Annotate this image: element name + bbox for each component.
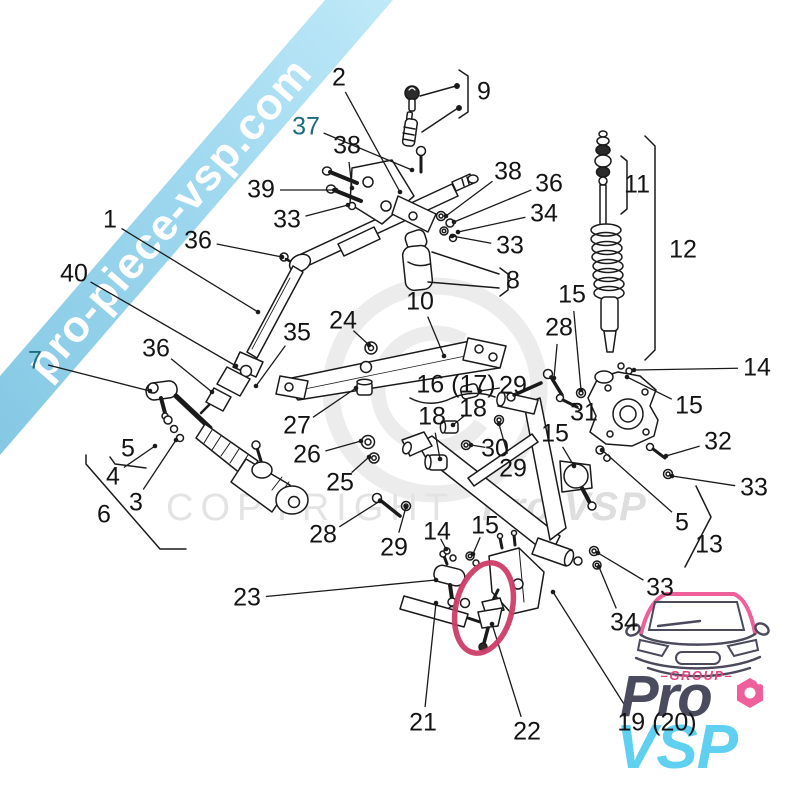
part-label-29: 29 bbox=[499, 454, 527, 483]
logo-group-text: –GROUP– bbox=[661, 668, 734, 683]
part-highlight-ellipse bbox=[451, 560, 517, 656]
part-label-32: 32 bbox=[704, 427, 732, 456]
part-label-9: 9 bbox=[477, 77, 491, 106]
part-label-33: 33 bbox=[496, 231, 524, 260]
part-label-24: 24 bbox=[329, 306, 357, 335]
part-label-16-17-: 16 (17) bbox=[416, 370, 496, 399]
part-label-15: 15 bbox=[541, 419, 569, 448]
part-label-22: 22 bbox=[513, 717, 541, 746]
callout-brackets bbox=[85, 69, 712, 568]
part-label-27: 27 bbox=[283, 411, 311, 440]
part-label-25: 25 bbox=[326, 468, 354, 497]
part-label-4: 4 bbox=[106, 462, 120, 491]
part-label-6: 6 bbox=[97, 500, 111, 529]
part-label-39: 39 bbox=[247, 175, 275, 204]
part-label-14: 14 bbox=[743, 353, 771, 382]
part-label-11: 11 bbox=[624, 170, 650, 199]
part-label-8: 8 bbox=[506, 266, 520, 295]
part-label-26: 26 bbox=[293, 440, 321, 469]
logo-vsp-text: VSP bbox=[616, 713, 739, 782]
part-label-15: 15 bbox=[471, 511, 499, 540]
part-label-28: 28 bbox=[309, 520, 337, 549]
part-label-29: 29 bbox=[499, 371, 527, 400]
part-label-18: 18 bbox=[459, 394, 487, 423]
part-label-36: 36 bbox=[535, 169, 563, 198]
part-label-36: 36 bbox=[184, 226, 212, 255]
intermediate-shaft-ujoint bbox=[199, 253, 312, 415]
part-label-15: 15 bbox=[558, 280, 586, 309]
part-label-2: 2 bbox=[332, 63, 346, 92]
steering-rack bbox=[145, 380, 309, 515]
part-label-33: 33 bbox=[740, 473, 768, 502]
car-illustration bbox=[625, 592, 770, 678]
part-label-23: 23 bbox=[233, 583, 261, 612]
part-label-5: 5 bbox=[121, 434, 135, 463]
part-label-40: 40 bbox=[60, 259, 88, 288]
part-label-38: 38 bbox=[333, 131, 361, 160]
part-label-36: 36 bbox=[142, 334, 170, 363]
part-label-38: 38 bbox=[494, 157, 522, 186]
part-label-13: 13 bbox=[695, 530, 723, 559]
part-label-3: 3 bbox=[129, 488, 143, 517]
part-label-33: 33 bbox=[273, 205, 301, 234]
part-label-10: 10 bbox=[406, 287, 434, 316]
part-label-5: 5 bbox=[675, 508, 689, 537]
part-label-30: 30 bbox=[481, 434, 509, 463]
part-label-12: 12 bbox=[669, 235, 697, 264]
part-label-1: 1 bbox=[103, 205, 117, 234]
part-label-34: 34 bbox=[530, 199, 558, 228]
copyright-watermark: COPYRIGHT Pro VSP bbox=[166, 277, 646, 529]
part-label-37[interactable]: 37 bbox=[292, 112, 320, 141]
part-label-29: 29 bbox=[380, 533, 408, 562]
part-label-7[interactable]: 7 bbox=[28, 346, 42, 375]
part-label-18: 18 bbox=[418, 402, 446, 431]
part-label-15: 15 bbox=[675, 391, 703, 420]
part-label-14: 14 bbox=[423, 517, 451, 546]
steering-column-assembly bbox=[279, 145, 479, 292]
part-label-28: 28 bbox=[545, 313, 573, 342]
part-9-hardware bbox=[401, 85, 420, 147]
tie-rod-and-bracket bbox=[399, 529, 602, 652]
part-label-31: 31 bbox=[570, 398, 598, 427]
leader-lines bbox=[47, 91, 739, 717]
part-label-33: 33 bbox=[646, 573, 674, 602]
part-label-21: 21 bbox=[409, 708, 437, 737]
brand-logo: –GROUP– Pro VSP bbox=[616, 592, 770, 782]
lower-control-arm bbox=[371, 381, 597, 567]
part-label-34: 34 bbox=[610, 608, 638, 637]
logo-pro-text: Pro bbox=[620, 664, 711, 729]
shock-absorber bbox=[590, 130, 633, 383]
part-label-19-20-: 19 (20) bbox=[617, 708, 697, 737]
part-label-35: 35 bbox=[283, 318, 311, 347]
